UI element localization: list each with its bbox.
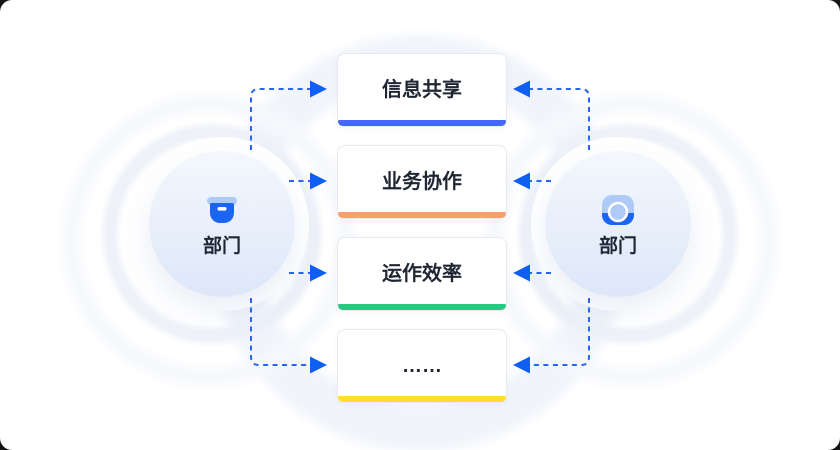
user-avatar-icon — [600, 192, 636, 228]
card-more: …… — [337, 329, 507, 403]
arrow-right-row4 — [513, 298, 590, 374]
left-department-node: 部门 — [149, 151, 295, 297]
card-accent-bar — [338, 396, 506, 402]
card-label: 信息共享 — [382, 79, 462, 101]
card-label: 运作效率 — [382, 263, 462, 285]
card-information-sharing: 信息共享 — [337, 53, 507, 127]
arrow-left-row2 — [289, 172, 327, 190]
arrow-right-row3 — [513, 264, 551, 282]
arrow-left-row1 — [250, 80, 327, 150]
card-accent-bar — [338, 120, 506, 126]
card-operational-efficiency: 运作效率 — [337, 237, 507, 311]
storage-box-icon — [204, 192, 240, 228]
card-accent-bar — [338, 304, 506, 310]
right-node-label: 部门 — [598, 236, 637, 257]
arrow-left-row3 — [289, 264, 327, 282]
left-node-label: 部门 — [202, 236, 241, 257]
right-inner-ring — [518, 124, 738, 344]
arrow-left-row4 — [250, 298, 327, 374]
card-label: 业务协作 — [382, 171, 462, 193]
card-business-collaboration: 业务协作 — [337, 145, 507, 219]
arrow-right-row2 — [513, 172, 551, 190]
card-accent-bar — [338, 212, 506, 218]
left-inner-ring — [102, 124, 322, 344]
right-department-node: 部门 — [545, 151, 691, 297]
arrow-right-row1 — [513, 80, 590, 150]
card-label: …… — [402, 355, 442, 377]
